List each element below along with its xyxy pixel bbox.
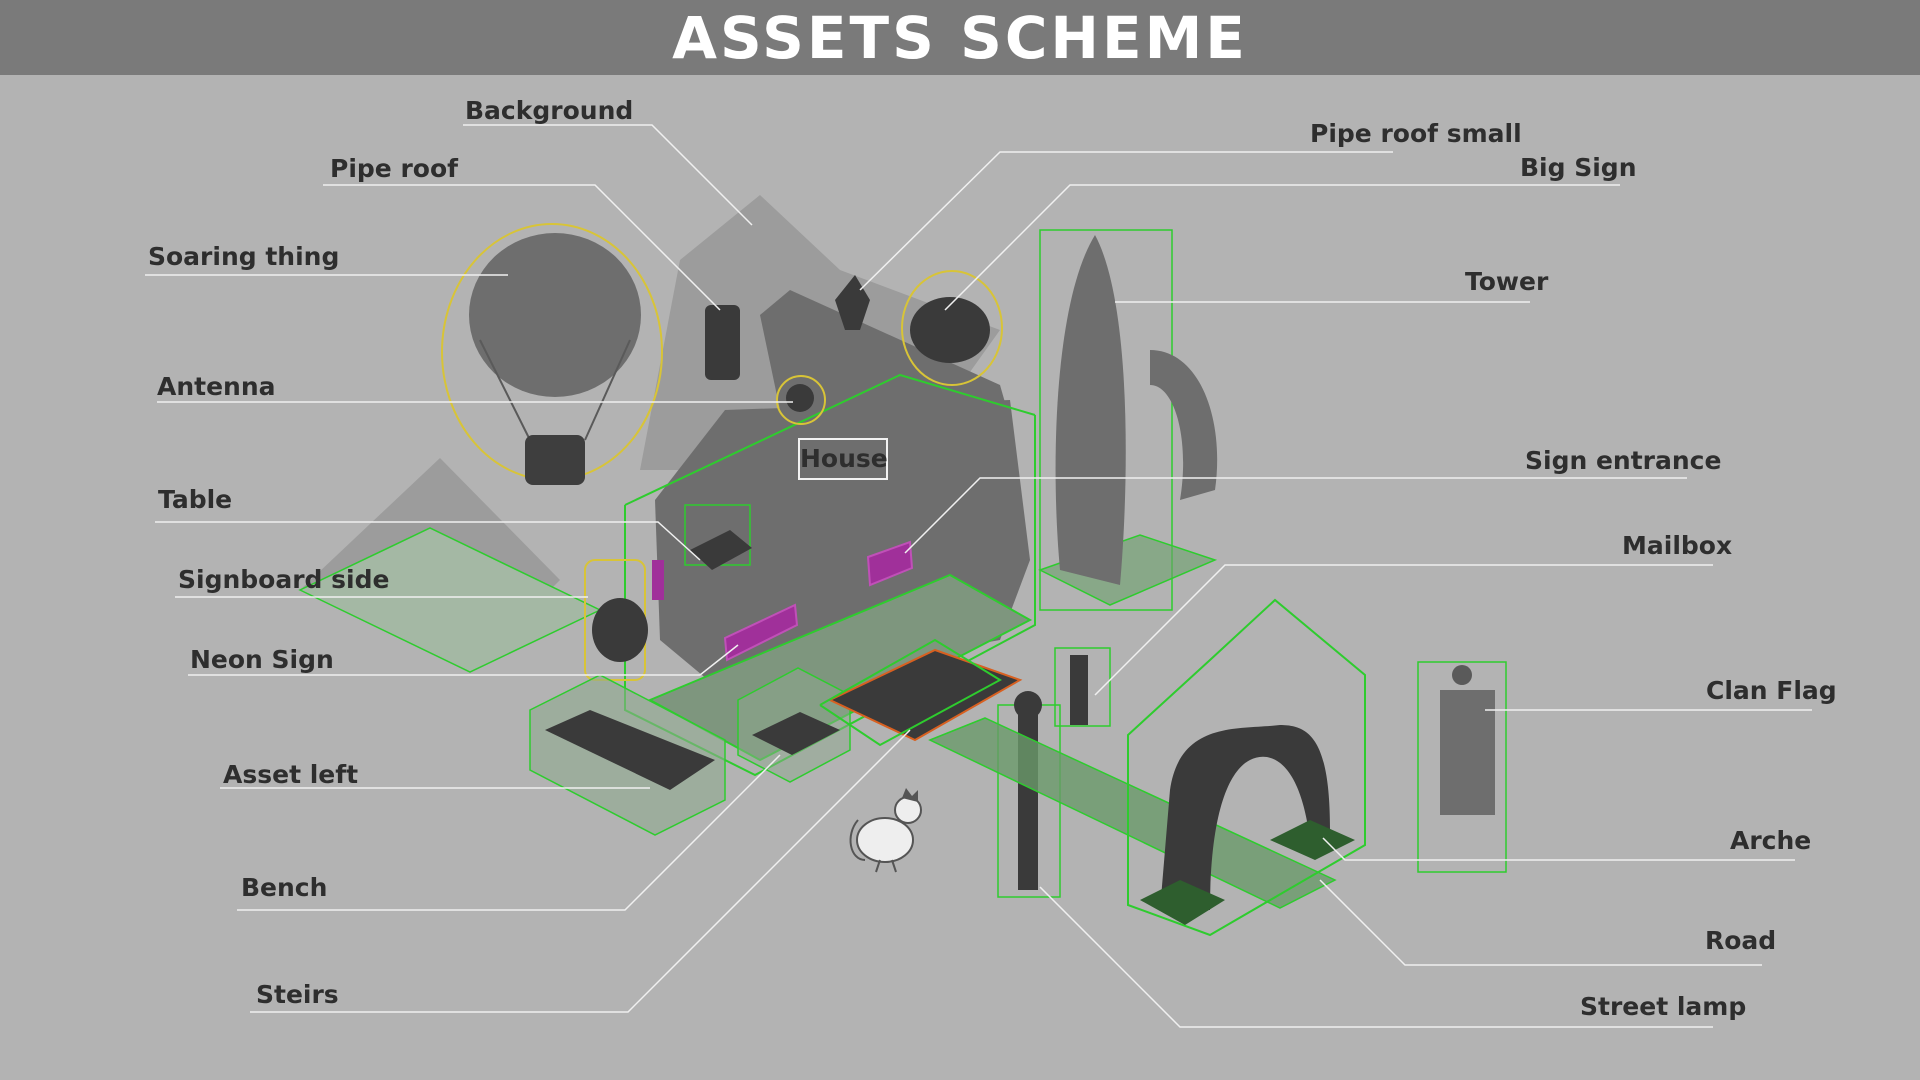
tower bbox=[1056, 235, 1126, 585]
label-mailbox: Mailbox bbox=[1622, 531, 1732, 561]
label-asset-left: Asset left bbox=[223, 760, 358, 790]
label-soaring-thing: Soaring thing bbox=[148, 242, 339, 272]
label-neon-sign: Neon Sign bbox=[190, 645, 334, 675]
leader-mailbox bbox=[1095, 565, 1713, 695]
label-house: House bbox=[798, 438, 888, 480]
label-big-sign: Big Sign bbox=[1520, 153, 1637, 183]
signboard-side bbox=[592, 598, 648, 662]
leader-pipe-roof-small bbox=[860, 152, 1393, 290]
rooster-icon bbox=[851, 788, 921, 872]
big-sign bbox=[910, 297, 990, 363]
label-table: Table bbox=[158, 485, 232, 515]
leader-road bbox=[1320, 880, 1762, 965]
label-road: Road bbox=[1705, 926, 1776, 956]
antenna bbox=[786, 384, 814, 412]
label-pipe-roof-small: Pipe roof small bbox=[1310, 119, 1522, 149]
label-arche: Arche bbox=[1730, 826, 1811, 856]
soaring-thing-basket bbox=[525, 435, 585, 485]
pipe-roof bbox=[705, 305, 740, 380]
label-signboard-side: Signboard side bbox=[178, 565, 389, 595]
label-clan-flag: Clan Flag bbox=[1706, 676, 1837, 706]
street-lamp bbox=[1018, 700, 1038, 890]
mailbox bbox=[1070, 655, 1088, 725]
label-antenna: Antenna bbox=[157, 372, 276, 402]
label-background: Background bbox=[465, 96, 633, 126]
label-steirs: Steirs bbox=[256, 980, 339, 1010]
leader-background bbox=[463, 125, 752, 225]
label-bench: Bench bbox=[241, 873, 327, 903]
label-pipe-roof: Pipe roof bbox=[330, 154, 458, 184]
label-tower: Tower bbox=[1465, 267, 1548, 297]
leader-arche bbox=[1323, 838, 1795, 860]
clan-flag bbox=[1440, 690, 1495, 815]
label-street-lamp: Street lamp bbox=[1580, 992, 1746, 1022]
label-sign-entrance: Sign entrance bbox=[1525, 446, 1721, 476]
